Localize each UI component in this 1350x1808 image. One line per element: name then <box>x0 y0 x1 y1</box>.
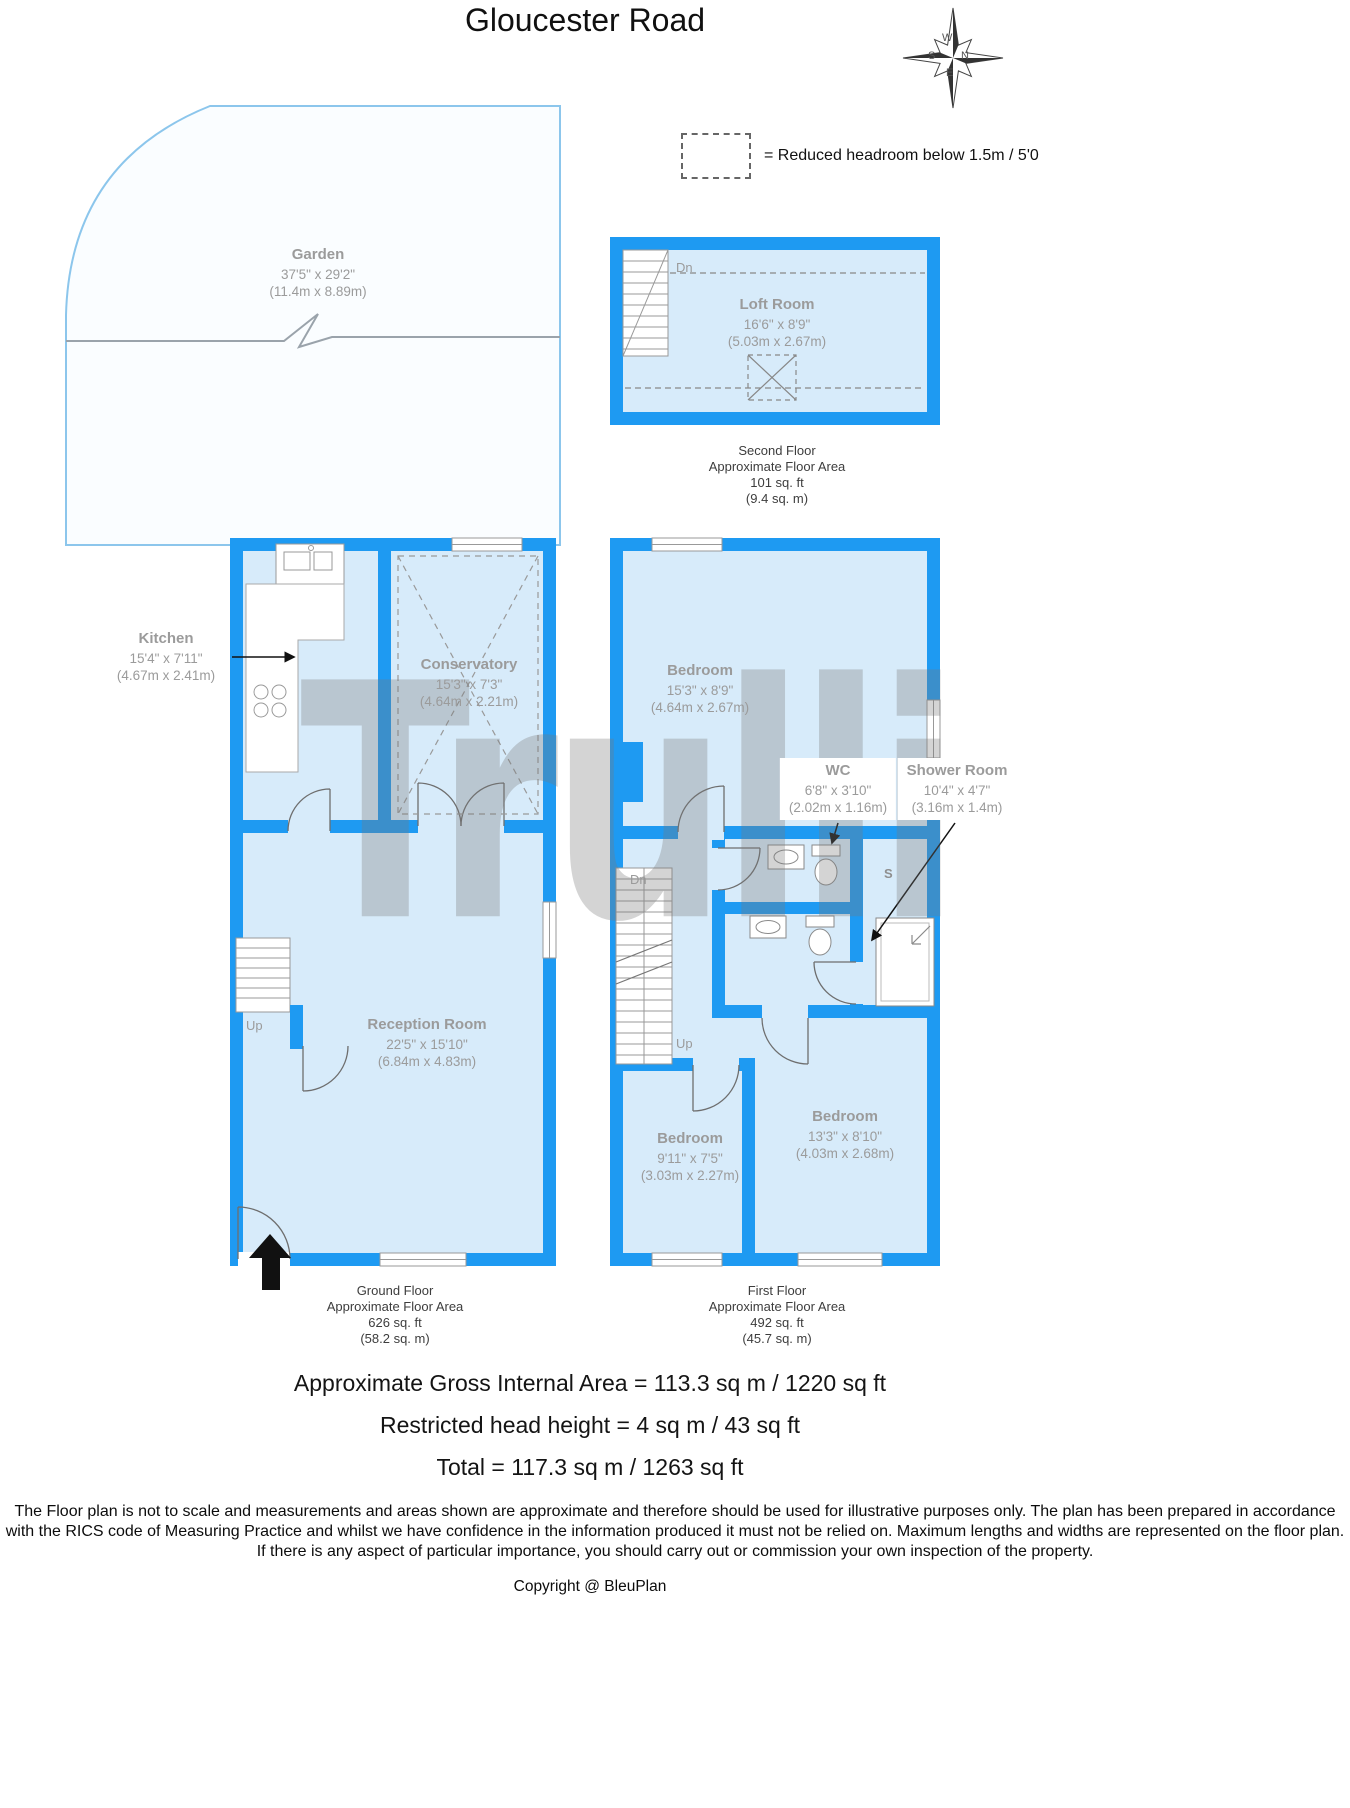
room-name: Loft Room <box>739 296 815 313</box>
first-floor-plan <box>610 537 941 1267</box>
room-dims-imperial: 15'3" x 7'3" <box>435 677 503 692</box>
room-dims-imperial: 15'4" x 7'11" <box>129 651 203 666</box>
garden-plot <box>65 105 561 546</box>
stair-up-label-ground-floor: Up <box>246 1018 263 1033</box>
caption-line: 492 sq. ft <box>750 1315 804 1330</box>
total-area: Total = 117.3 sq m / 1263 sq ft <box>436 1454 744 1480</box>
caption-line: (9.4 sq. m) <box>745 491 809 506</box>
room-label-bedroom-back: Bedroom 13'3" x 8'10" (4.03m x 2.68m) <box>796 1108 894 1162</box>
room-label-reception: Reception Room 22'5" x 15'10" (6.84m x 4… <box>367 1016 486 1070</box>
room-dims-imperial: 6'8" x 3'10" <box>804 783 872 798</box>
room-dims-metric: (4.64m x 2.67m) <box>650 700 750 715</box>
room-dims-metric: (11.4m x 8.89m) <box>269 284 367 299</box>
stair-dn-label-first-floor: Dn <box>630 872 647 887</box>
room-dims-imperial: 13'3" x 8'10" <box>807 1129 883 1144</box>
room-label-loft: Loft Room 16'6" x 8'9" (5.03m x 2.67m) <box>728 296 826 350</box>
room-dims-metric: (4.64m x 2.21m) <box>419 694 519 709</box>
room-dims-metric: (5.03m x 2.67m) <box>727 334 827 349</box>
room-dims-metric: (3.03m x 2.27m) <box>640 1168 740 1183</box>
room-label-conservatory: Conservatory 15'3" x 7'3" (4.64m x 2.21m… <box>420 656 518 710</box>
copyright-text: Copyright @ BleuPlan <box>513 1578 667 1595</box>
room-name: Bedroom <box>667 662 733 679</box>
restricted-head-height: Restricted head height = 4 sq m / 43 sq … <box>380 1412 800 1438</box>
room-dims-imperial: 10'4" x 4'7" <box>923 783 991 798</box>
reduced-headroom-legend-label: = Reduced headroom below 1.5m / 5'0 <box>764 147 1039 164</box>
room-dims-imperial: 22'5" x 15'10" <box>386 1037 468 1052</box>
room-name: Bedroom <box>657 1130 723 1147</box>
room-dims-metric: (3.16m x 1.4m) <box>911 800 1003 815</box>
room-name: Bedroom <box>812 1108 878 1125</box>
room-name: Kitchen <box>138 630 194 647</box>
room-dims-metric: (4.03m x 2.68m) <box>795 1146 895 1161</box>
compass-north-label: N <box>961 50 969 62</box>
reduced-headroom-legend-swatch <box>681 133 751 179</box>
second-floor-caption: Second Floor Approximate Floor Area 101 … <box>709 443 846 507</box>
room-label-kitchen: Kitchen 15'4" x 7'11" (4.67m x 2.41m) <box>107 626 225 688</box>
compass-rose-icon <box>902 7 1004 109</box>
ground-floor-plan <box>230 537 557 1290</box>
compass-west-label: W <box>942 32 953 44</box>
room-dims-metric: (4.67m x 2.41m) <box>116 668 216 683</box>
room-label-wc: WC 6'8" x 3'10" (2.02m x 1.16m) <box>779 758 897 820</box>
room-label-bedroom-small: Bedroom 9'11" x 7'5" (3.03m x 2.27m) <box>641 1130 739 1184</box>
room-name: Garden <box>291 246 345 263</box>
room-dims-imperial: 16'6" x 8'9" <box>743 317 811 332</box>
room-name: Conservatory <box>420 656 518 673</box>
first-floor-caption: First Floor Approximate Floor Area 492 s… <box>709 1283 846 1347</box>
stair-up-label-first-floor: Up <box>676 1036 693 1051</box>
caption-line: Second Floor <box>738 443 816 458</box>
room-name: Shower Room <box>906 762 1008 779</box>
stair-dn-label-second-floor: Dn <box>676 260 693 275</box>
area-summary: Approximate Gross Internal Area = 113.3 … <box>0 1370 1180 1496</box>
shower-symbol-label: S <box>884 866 893 881</box>
room-dims-imperial: 9'11" x 7'5" <box>657 1151 723 1166</box>
caption-line: First Floor <box>747 1283 807 1298</box>
caption-line: 101 sq. ft <box>750 475 804 490</box>
caption-line: Approximate Floor Area <box>326 1299 464 1314</box>
room-label-shower-room: Shower Room 10'4" x 4'7" (3.16m x 1.4m) <box>897 758 1017 820</box>
caption-line: Approximate Floor Area <box>708 1299 846 1314</box>
room-dims-metric: (6.84m x 4.83m) <box>377 1054 477 1069</box>
caption-line: Approximate Floor Area <box>708 459 846 474</box>
caption-line: (58.2 sq. m) <box>360 1331 430 1346</box>
callout-arrows <box>232 651 956 942</box>
room-dims-imperial: 37'5" x 29'2" <box>280 267 356 282</box>
page-title: Gloucester Road <box>464 2 706 38</box>
compass-east-label: E <box>946 67 954 79</box>
room-label-bedroom-front: Bedroom 15'3" x 8'9" (4.64m x 2.67m) <box>651 662 749 716</box>
room-dims-imperial: 15'3" x 8'9" <box>666 683 734 698</box>
ground-floor-caption: Ground Floor Approximate Floor Area 626 … <box>327 1283 464 1347</box>
room-name: WC <box>825 762 851 779</box>
disclaimer-text: The Floor plan is not to scale and measu… <box>5 1503 1345 1560</box>
caption-line: Ground Floor <box>356 1283 434 1298</box>
room-label-garden: Garden 37'5" x 29'2" (11.4m x 8.89m) <box>269 246 366 300</box>
room-name: Reception Room <box>367 1016 487 1033</box>
gross-internal-area: Approximate Gross Internal Area = 113.3 … <box>293 1370 887 1396</box>
second-floor-plan <box>610 237 940 425</box>
room-dims-metric: (2.02m x 1.16m) <box>788 800 888 815</box>
compass-south-label: S <box>928 50 936 62</box>
caption-line: (45.7 sq. m) <box>742 1331 812 1346</box>
caption-line: 626 sq. ft <box>368 1315 422 1330</box>
